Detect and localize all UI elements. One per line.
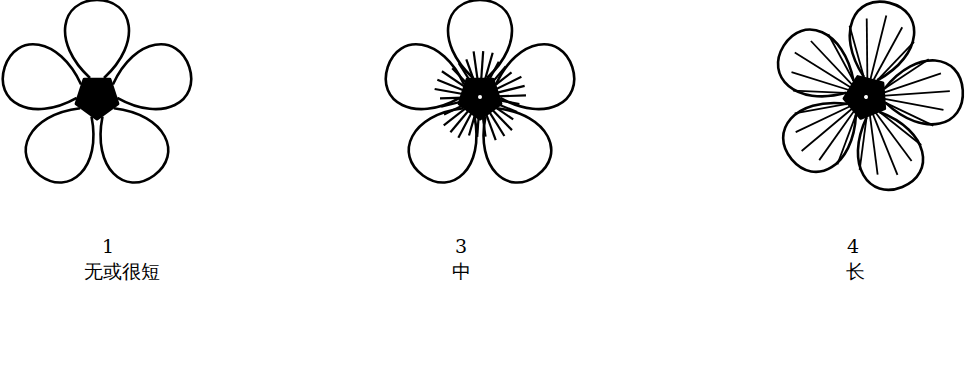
grade-number: 4 (847, 235, 859, 258)
flower (0, 0, 199, 194)
center-dot (478, 95, 482, 99)
flower-center (848, 79, 884, 115)
grade-text: 无或很短 (84, 260, 160, 283)
petal-ray (474, 51, 478, 81)
grade-number: 1 (102, 235, 114, 258)
petal-ray (796, 93, 853, 144)
petal-ray (795, 52, 853, 88)
petal-group (0, 37, 89, 122)
petal-ray (882, 91, 950, 96)
petal-ray (809, 109, 866, 160)
petal-ray (481, 51, 483, 81)
petal (0, 37, 89, 122)
grade-number: 3 (455, 235, 467, 258)
grade-text: 中 (452, 260, 471, 283)
petal-ray (435, 85, 465, 98)
flower-center (465, 82, 495, 112)
petal-ray (874, 105, 911, 167)
petal-ray (882, 94, 944, 114)
petal-ray (880, 73, 942, 93)
flower (378, 0, 582, 194)
petal-group (65, 0, 129, 78)
petal-group (483, 37, 582, 124)
flower-center (76, 79, 118, 119)
petal (883, 58, 965, 127)
flower-center (82, 82, 112, 112)
petal-ray (802, 107, 854, 151)
petal (378, 37, 472, 122)
flower (743, 0, 969, 217)
petal-ray (496, 84, 525, 95)
petal-group (378, 37, 477, 124)
petal-ray (819, 111, 875, 165)
flower-center (459, 79, 501, 119)
flower-center (840, 75, 890, 124)
petal (448, 0, 512, 78)
center-dot (864, 95, 869, 100)
petal (65, 0, 129, 78)
grade-text: 长 (846, 260, 865, 283)
